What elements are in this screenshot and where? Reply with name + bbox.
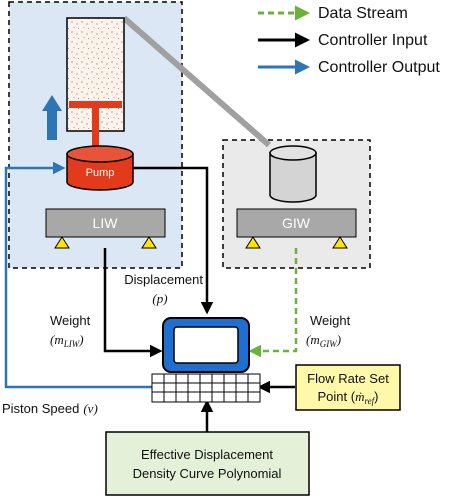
piston-rod — [92, 108, 99, 148]
up-arrow-icon — [42, 95, 62, 140]
polynomial-line1: Effective Displacement — [141, 447, 273, 462]
computer-icon — [162, 317, 250, 373]
giw-support-right — [332, 236, 348, 249]
giw-scale — [236, 208, 357, 238]
giw-container — [269, 145, 317, 203]
syringe-to-giw-line — [122, 15, 271, 148]
giw-support-left — [245, 236, 261, 249]
flow-rate-box — [295, 364, 401, 411]
liw-scale — [45, 208, 166, 238]
displacement-arrow — [133, 166, 214, 315]
weight-giw-label: Weight — [310, 313, 351, 328]
liw-support-left — [54, 236, 70, 249]
weight-giw-arrow — [248, 248, 298, 358]
pump-label: Pump — [86, 167, 115, 179]
legend: Data Stream Controller Input Controller … — [258, 5, 440, 76]
piston-speed-arrow — [4, 161, 152, 389]
flow-rate-line2: Point (ṁref) — [318, 389, 379, 406]
liw-label: LIW — [93, 215, 119, 231]
giw-label: GIW — [282, 215, 311, 231]
weight-liw-label: Weight — [50, 313, 91, 328]
keyboard-icon — [151, 373, 261, 403]
piston-head — [69, 101, 122, 108]
legend-data-stream-label: Data Stream — [318, 5, 408, 22]
polynomial-box — [105, 431, 310, 496]
flow-rate-line1: Flow Rate Set — [307, 371, 389, 386]
pump: Pump — [66, 145, 134, 191]
polynomial-line2: Density Curve Polynomial — [133, 466, 282, 481]
liw-support-right — [141, 236, 157, 249]
weight-giw-symbol: (mGIW) — [306, 332, 341, 349]
displacement-label: Displacement — [124, 272, 203, 287]
weight-liw-symbol: (mLIW) — [50, 332, 84, 349]
weight-liw-arrow — [103, 248, 163, 358]
legend-controller-input-label: Controller Input — [318, 32, 428, 49]
legend-controller-output-label: Controller Output — [318, 59, 440, 76]
displacement-symbol: (p) — [152, 291, 167, 306]
piston-speed-label: Piston Speed(v) — [2, 401, 98, 416]
